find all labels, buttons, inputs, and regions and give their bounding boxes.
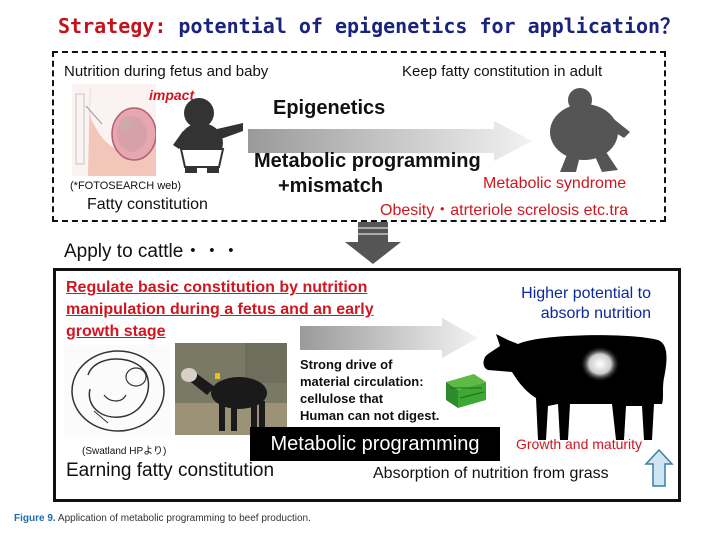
regulate-line-3: growth stage [66,323,166,340]
mismatch-label: +mismatch [278,175,384,197]
down-arrow [345,222,401,264]
impact-label: impact [149,87,195,103]
title-strategy: Strategy: [58,14,167,38]
epigenetics-label: Epigenetics [273,97,386,119]
nutrition-fetus-label: Nutrition during fetus and baby [64,63,269,80]
higher-line-1: Higher potential to [521,285,651,302]
cow-silhouette [483,334,667,440]
drive-line-3: cellulose that [300,391,384,406]
baby-silhouette [173,98,243,173]
calf-photo [175,343,287,435]
fatty-constitution-label: Fatty constitution [87,196,208,213]
metabolic-syndrome-label: Metabolic syndrome [483,175,627,192]
hay-bale-icon [446,374,486,408]
cattle-box [53,268,681,502]
progression-arrow-bottom [300,318,478,358]
epigenetics-box [52,51,666,222]
figure-caption-text: Application of metabolic programming to … [57,513,311,524]
regulate-text: Regulate basic constitution by nutrition… [66,277,374,343]
regulate-line-2: manipulation during a fetus and an early [66,301,374,318]
regulate-line-1: Regulate basic constitution by nutrition [66,279,368,296]
figure-label: Figure 9. [14,513,56,524]
drive-line-2: material circulation: [300,374,424,389]
higher-potential-text: Higher potential to absorb nutrition [506,284,651,324]
drive-line-4: Human can not digest. [300,408,440,423]
title-potential: potential of epigenetics for application… [178,14,681,38]
obese-adult-silhouette [550,88,630,172]
fetus-drawing [64,345,170,437]
pregnancy-illustration [72,84,156,176]
drive-line-1: Strong drive of [300,357,393,372]
strong-drive-text: Strong drive of material circulation: ce… [300,356,439,424]
growth-maturity-label: Growth and maturity [516,436,643,452]
up-arrow-icon [644,448,674,487]
progression-arrow-top [248,121,532,161]
metabolic-programming-label: Metabolic programming [254,150,481,172]
figure-caption: Figure 9. Application of metabolic progr… [14,513,311,524]
absorption-label: Absorption of nutrition from grass [373,465,609,482]
diseases-label: Obesity・atrteriole screlosis etc.tra [380,202,629,219]
swatland-credit: (Swatland HPより) [82,446,167,457]
earning-fatty-label: Earning fatty constitution [66,460,275,481]
apply-to-cattle-label: Apply to cattle・・・ [64,241,241,262]
higher-line-2: absorb nutrition [540,305,651,322]
keep-fatty-label: Keep fatty constitution in adult [402,63,603,80]
metabolic-programming-box: Metabolic programming [250,427,500,461]
fotosearch-credit: (*FOTOSEARCH web) [70,180,182,192]
figure-title: Strategy: potential of epigenetics for a… [58,10,680,39]
